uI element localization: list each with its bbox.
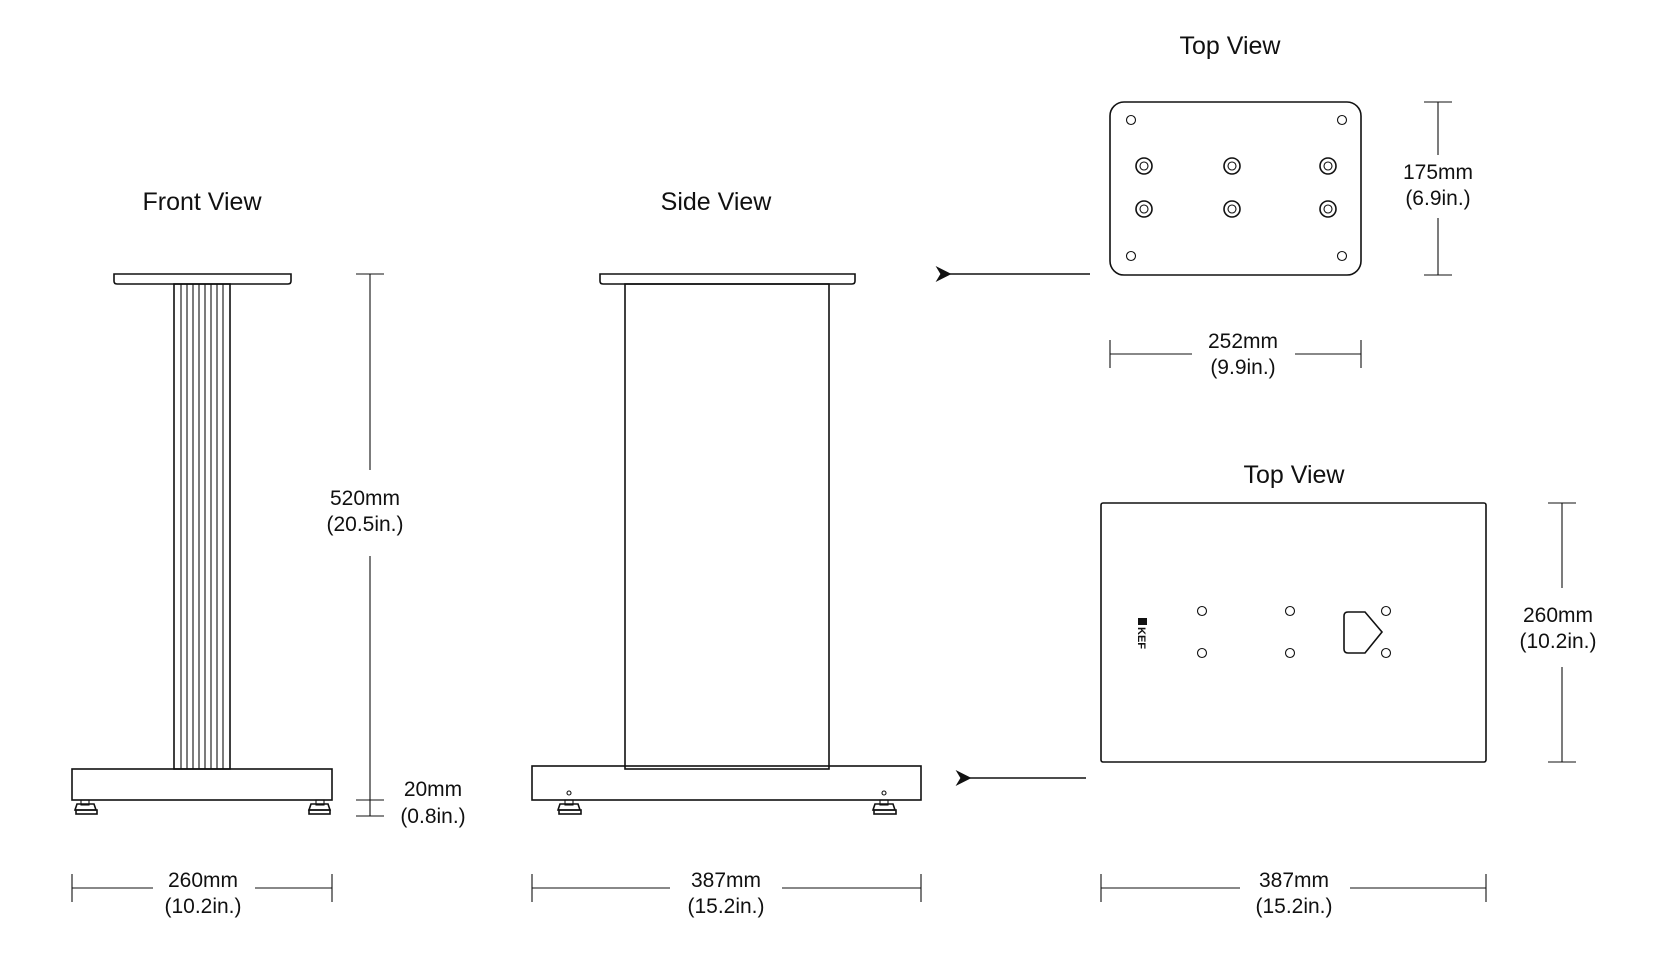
plate-hole: [1125, 250, 1137, 262]
base-width-mm: 387mm: [1259, 869, 1329, 892]
kef-logo-text: KEF: [1135, 627, 1147, 649]
top-view-base-title: Top View: [1244, 461, 1346, 489]
base-height-in: (10.2in.): [1519, 630, 1596, 653]
kef-logo: KEF: [1135, 618, 1147, 649]
base-height-mm: 260mm: [1523, 604, 1593, 627]
front-column: [173, 283, 231, 770]
front-height-mm: 520mm: [330, 487, 400, 510]
front-foot-left: [73, 799, 98, 815]
plate-hole: [1336, 250, 1348, 262]
side-foot-right: [871, 790, 897, 815]
plate-insert: [1135, 157, 1153, 175]
plate-insert: [1135, 200, 1153, 218]
front-width-in: (10.2in.): [164, 895, 241, 918]
side-foot-left: [556, 790, 582, 815]
plate-hole: [1125, 114, 1137, 126]
front-view-title: Front View: [142, 188, 262, 216]
front-width-dimension: 260mm (10.2in.): [71, 869, 333, 918]
front-top-plate: [113, 273, 292, 285]
front-height-dimension: 520mm (20.5in.): [326, 273, 404, 801]
base-hole: [1380, 605, 1392, 617]
base-hole: [1196, 605, 1208, 617]
plate-insert: [1223, 157, 1241, 175]
side-top-plate: [599, 273, 856, 285]
plate-insert: [1319, 157, 1337, 175]
front-foot-in: (0.8in.): [400, 805, 465, 828]
side-width-dimension: 387mm (15.2in.): [531, 869, 922, 918]
side-view-title: Side View: [661, 188, 773, 216]
base-width-dimension: 387mm (15.2in.): [1100, 869, 1487, 918]
plate-height-dimension: 175mm (6.9in.): [1403, 101, 1473, 276]
plate-width-dimension: 252mm (9.9in.): [1109, 330, 1362, 379]
plate-hole: [1336, 114, 1348, 126]
side-width-in: (15.2in.): [687, 895, 764, 918]
front-foot-right: [307, 799, 332, 815]
side-base: [531, 765, 922, 801]
plate-height-in: (6.9in.): [1405, 187, 1470, 210]
top-view-plate: Top View 175mm (6.9in.) 252mm (9.9in.): [1109, 32, 1473, 379]
base-height-dimension: 260mm (10.2in.): [1519, 502, 1597, 763]
cable-cutout: [1343, 611, 1384, 654]
side-width-mm: 387mm: [691, 869, 761, 892]
plate-insert: [1319, 200, 1337, 218]
top-view-plate-title: Top View: [1180, 32, 1282, 60]
base-outline: [1100, 502, 1487, 763]
plate-insert: [1223, 200, 1241, 218]
front-foot-dimension: 20mm (0.8in.): [356, 778, 466, 828]
base-hole: [1196, 647, 1208, 659]
side-column: [624, 283, 830, 770]
plate-width-in: (9.9in.): [1210, 356, 1275, 379]
base-hole: [1380, 647, 1392, 659]
front-width-mm: 260mm: [168, 869, 238, 892]
plate-outline: [1109, 101, 1362, 276]
front-view: Front View: [71, 188, 466, 918]
plate-width-mm: 252mm: [1208, 330, 1278, 353]
front-height-in: (20.5in.): [326, 513, 403, 536]
base-width-in: (15.2in.): [1255, 895, 1332, 918]
plate-height-mm: 175mm: [1403, 161, 1473, 184]
front-foot-mm: 20mm: [404, 778, 462, 801]
side-view: Side View 387mm (15.2in.): [531, 188, 922, 918]
base-hole: [1284, 605, 1296, 617]
front-base: [71, 768, 333, 801]
top-view-base: Top View KEF 260mm (10.2in.) 387: [1100, 461, 1597, 918]
base-hole: [1284, 647, 1296, 659]
